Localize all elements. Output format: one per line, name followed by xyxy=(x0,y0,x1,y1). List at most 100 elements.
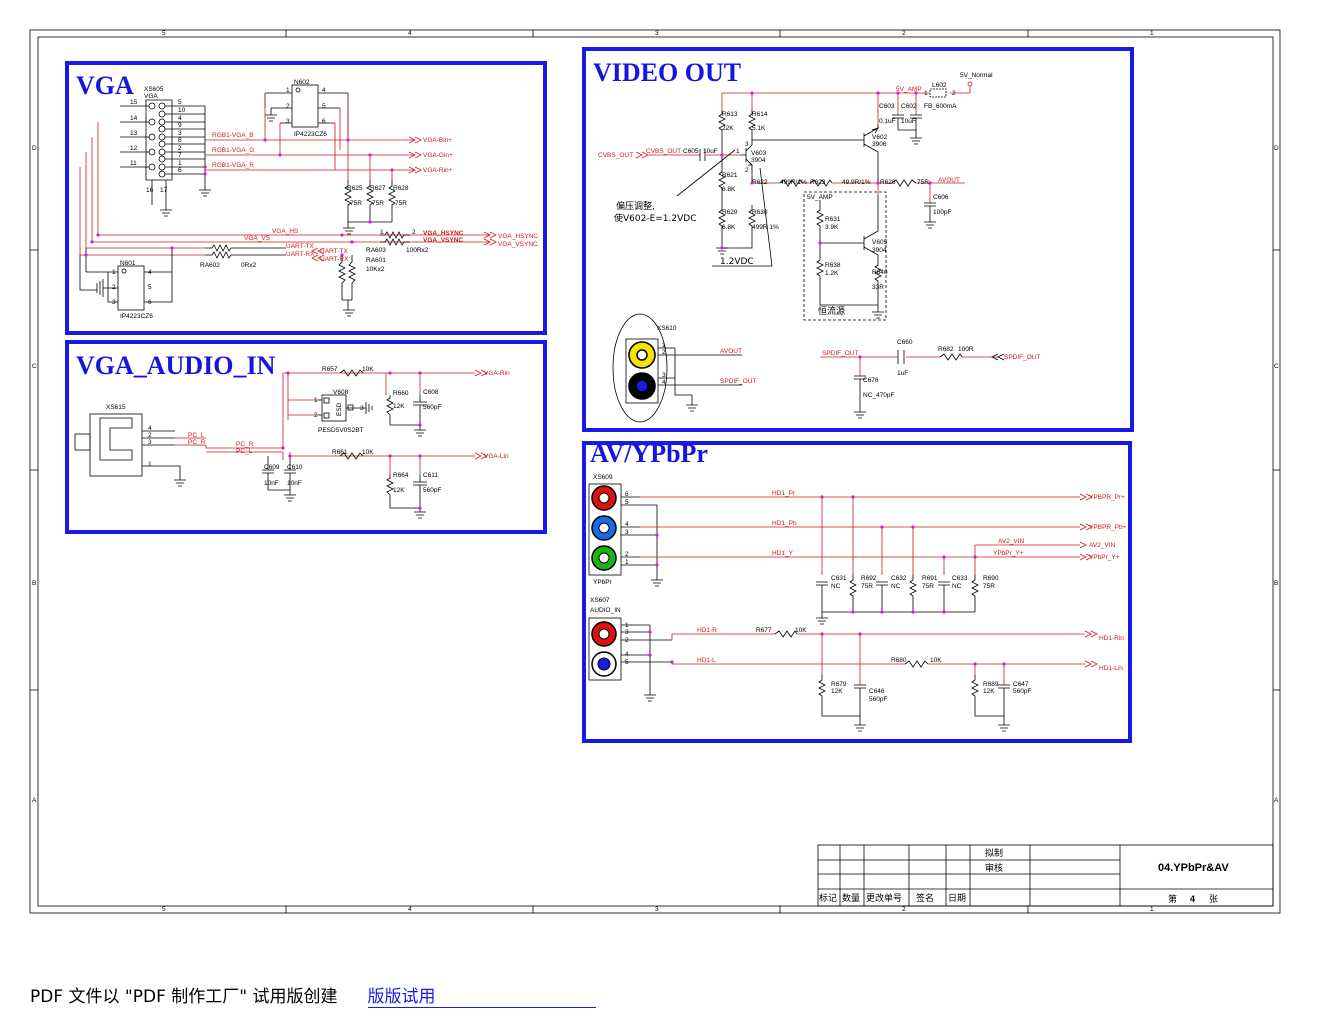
r664-ref: R664 xyxy=(393,472,409,479)
net-hd1-pb: HD1_Pb xyxy=(772,520,797,527)
vga-pin-14: 14 xyxy=(130,115,138,122)
l602-ferrite xyxy=(929,88,947,98)
offpage-uart-rx: UART-RX xyxy=(320,256,349,263)
ra603-pin-1: 1 xyxy=(380,229,384,236)
net-avout: AVOUT xyxy=(938,177,960,184)
r640-ref: R640 xyxy=(872,269,888,276)
ypbpr-terminations xyxy=(816,575,979,625)
r623-val: 49.9R/1% xyxy=(842,179,871,186)
ccs-dashed-box xyxy=(803,191,887,321)
outer-border xyxy=(29,29,1281,914)
xs610-ref: XS610 xyxy=(657,325,677,332)
vga-audio-offpage-arrows xyxy=(474,369,488,460)
r657-ref: R657 xyxy=(322,366,338,373)
row-label-d: D xyxy=(32,145,37,152)
v608-label: ESD xyxy=(336,402,343,416)
xs610-body xyxy=(625,338,659,404)
offpage-vga-bin: VGA-Bin+ xyxy=(423,137,452,144)
video-out-frame xyxy=(582,47,1134,432)
n602-chip xyxy=(291,84,319,128)
spdif-out-port: SPDIF_OUT xyxy=(1004,354,1041,361)
col-label-1-bottom: 1 xyxy=(1150,906,1154,913)
n601-pin-1: 1 xyxy=(112,269,116,276)
tb-header-date: 日期 xyxy=(948,893,966,904)
ground-symbol xyxy=(96,114,355,317)
v603-pin-3: 3 xyxy=(745,141,749,148)
net-av2-vin: AV2_VIN xyxy=(998,538,1025,545)
tb-drawn-label: 拟制 xyxy=(985,847,1003,859)
bias-note-pointer xyxy=(676,149,736,197)
ypbpr-red-jack-center xyxy=(598,492,610,504)
offpage-vga-vsync: VGA_VSYNC xyxy=(498,241,538,248)
c647-ref: C647 xyxy=(1013,681,1029,688)
c611-ref: C611 xyxy=(423,472,438,479)
schematic-sheet: 5 4 3 2 1 5 4 3 2 1 D C B A D C B A VGA … xyxy=(29,29,1281,914)
xs610-net-spdif: SPDIF_OUT xyxy=(720,378,757,385)
offpage-vga-rin: VGA-Rin+ xyxy=(423,167,453,174)
av-audio-wires xyxy=(671,633,1085,685)
vga-offpage-arrows xyxy=(311,136,497,262)
c603-ref: C603 xyxy=(879,103,895,110)
vga-pin-17: 17 xyxy=(160,187,168,194)
net-hd1-r: HD1-R xyxy=(697,627,717,634)
r622-val: 499R/1% xyxy=(780,179,807,186)
r614-val: 5.1K xyxy=(752,125,766,132)
r627-val: 75R xyxy=(372,200,384,207)
r680-val: 10K xyxy=(930,657,942,664)
vga-junctions xyxy=(84,138,394,257)
c633-val: NC xyxy=(952,583,962,590)
tb-sheet-pre: 第 xyxy=(1168,893,1177,905)
r690-ref: R690 xyxy=(983,575,999,582)
xs605-sub: VGA xyxy=(144,93,158,100)
c660-val: 1uF xyxy=(897,370,908,377)
row-label-a: A xyxy=(32,797,37,804)
vga-pin-15: 15 xyxy=(130,99,138,106)
ccs-circuit xyxy=(816,195,884,319)
vdc-note-pointer xyxy=(712,167,773,267)
r660-val: 12K xyxy=(393,403,405,410)
c602-ref: C602 xyxy=(901,103,917,110)
xs615-ref: XS615 xyxy=(106,404,126,411)
n601-pin-2: 2 xyxy=(112,284,116,291)
net-pc-l-2: PC_L xyxy=(236,448,253,455)
c676-val: NC_470pF xyxy=(863,392,894,399)
xs607-pin-3: 3 xyxy=(625,629,629,636)
v603-pin-2: 2 xyxy=(745,167,749,174)
vga-pin-r7: 7 xyxy=(178,152,182,159)
v608-stubs xyxy=(318,397,373,419)
col-label-3: 3 xyxy=(655,30,659,37)
xs607-pin-1: 1 xyxy=(625,622,629,629)
vga-pin-r6: 2 xyxy=(178,145,182,152)
tb-sheet-number: 4 xyxy=(1190,894,1195,904)
xs609-pin-5: 5 xyxy=(625,499,629,506)
r613-ref: R613 xyxy=(722,111,738,118)
supply-5v-normal: 5V_Normal xyxy=(960,72,993,79)
n601-pin-5: 5 xyxy=(148,284,152,291)
l602-val: FB_600mA xyxy=(924,103,957,110)
r627-ref: R627 xyxy=(370,185,386,192)
c631-ref: C631 xyxy=(831,575,847,582)
vga-section: VGA XS605 VGA 15 14 13 12 11 5 10 4 9 3 … xyxy=(65,61,547,335)
vga-title: VGA xyxy=(76,71,134,100)
n602-rgb-links xyxy=(264,93,349,170)
footer-link[interactable]: 版版试用 xyxy=(367,987,596,1008)
row-label-b-right: B xyxy=(1274,580,1278,587)
v608-part: PESD5V0S2BT xyxy=(318,427,364,434)
r621-val: 6.8K xyxy=(722,186,736,193)
c610-ref: C610 xyxy=(287,464,303,471)
col-label-4: 4 xyxy=(408,30,412,37)
inner-border xyxy=(37,36,1274,907)
r677-ref: R677 xyxy=(756,627,772,634)
audio-white-jack-center xyxy=(597,657,611,671)
c646-val: 560pF xyxy=(869,696,887,703)
r613-val: 22K xyxy=(722,125,734,132)
video-output-resistors xyxy=(779,179,936,229)
net-rgb1-vga-b: RGB1-VGA_B xyxy=(212,132,254,139)
cvbs-out-port-label: CVBS_OUT xyxy=(598,152,633,159)
v603-transistor xyxy=(740,144,753,183)
video-output-wires xyxy=(752,182,965,203)
video-supply-wires xyxy=(721,92,930,125)
c606-val: 100pF xyxy=(933,209,951,216)
xs607-ref: XS607 xyxy=(590,597,610,604)
r625-ref: R625 xyxy=(347,185,363,192)
